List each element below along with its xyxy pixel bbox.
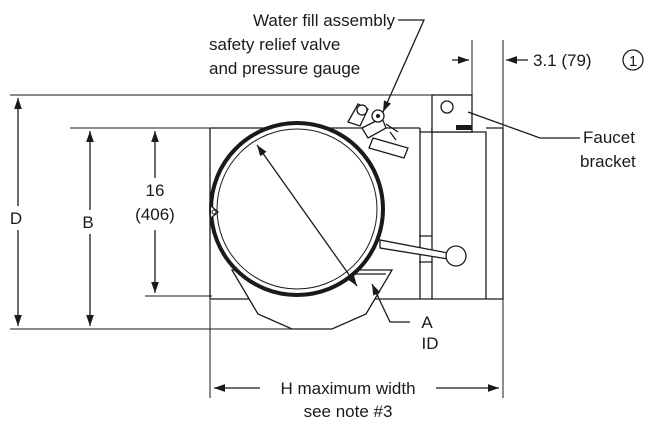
faucet-label-line2: bracket	[580, 152, 636, 171]
labels: Water fill assembly safety relief valve …	[4, 11, 644, 421]
bracket-foot	[456, 125, 472, 130]
faucet-label-line1: Faucet	[583, 128, 635, 147]
dimension-b-label: B	[82, 213, 93, 232]
left-hinge-pin	[211, 209, 217, 215]
relief-valve-cap	[356, 104, 368, 116]
water-fill-label-line3: and pressure gauge	[209, 59, 360, 78]
kettle-assembly	[209, 121, 504, 330]
kettle-inner-wall	[216, 128, 378, 290]
leader-lines	[371, 19, 580, 323]
d-label-bg	[4, 206, 28, 230]
inner-height-inches: 16	[146, 181, 165, 200]
a-id-leader	[371, 283, 410, 323]
b-label-bg	[78, 210, 102, 234]
inner-height-mm: (406)	[135, 205, 175, 224]
left-hinge-tab	[210, 205, 219, 219]
handle-mount	[419, 235, 432, 263]
water-fill-assembly	[347, 103, 409, 159]
note-1-marker-circle	[622, 49, 644, 71]
kettle-vessel	[209, 121, 385, 297]
width-h-label: H maximum width	[280, 379, 415, 398]
inner-height-label-bg	[128, 178, 184, 230]
offset-dimension-label: 3.1 (79)	[533, 51, 592, 70]
fill-plate	[368, 137, 409, 159]
water-fill-leader	[382, 19, 426, 113]
dim-a-diameter-line	[256, 144, 358, 287]
water-fill-label-line1: Water fill assembly	[253, 11, 396, 30]
note-1-marker-text: 1	[629, 53, 637, 70]
control-box	[419, 128, 487, 299]
dimension-a-sub-label: ID	[422, 334, 439, 353]
tilt-handle-arm	[379, 239, 449, 260]
tilt-handle-knob	[445, 245, 467, 267]
water-fill-label-line2: safety relief valve	[209, 35, 340, 54]
bracket-hole	[440, 100, 454, 114]
faucet-bracket	[431, 94, 473, 133]
dimension-a-label: A	[421, 313, 433, 332]
faucet-bracket-leader	[467, 111, 580, 139]
dimension-d-label: D	[10, 209, 22, 228]
gauge-center	[376, 114, 380, 118]
fill-fittings	[385, 123, 399, 141]
width-note-label: see note #3	[304, 402, 393, 421]
